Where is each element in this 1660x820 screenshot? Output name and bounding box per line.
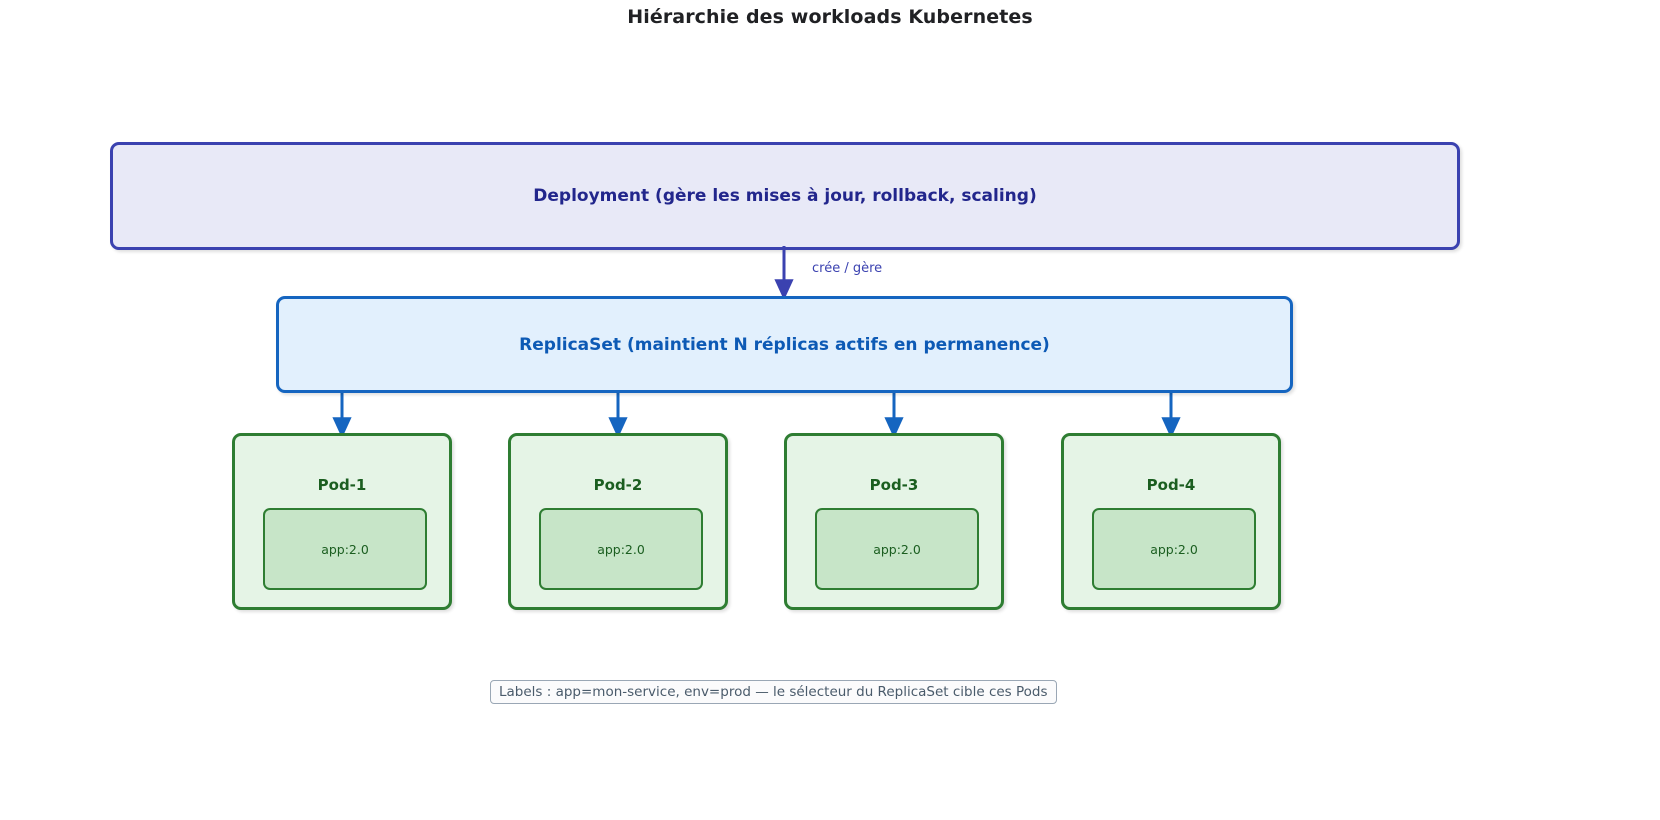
pod-container-label: app:2.0 <box>1150 541 1198 557</box>
pod-container-box[interactable]: app:2.0 <box>815 508 979 590</box>
deployment-node[interactable]: Deployment (gère les mises à jour, rollb… <box>110 142 1460 250</box>
pod-title: Pod-3 <box>869 476 919 494</box>
pod-node-2[interactable]: Pod-2 app:2.0 <box>508 433 728 610</box>
pod-container-box[interactable]: app:2.0 <box>1092 508 1256 590</box>
pod-node-4[interactable]: Pod-4 app:2.0 <box>1061 433 1281 610</box>
pod-container-box[interactable]: app:2.0 <box>539 508 703 590</box>
edge-label-cree-gere: crée / gère <box>812 261 883 276</box>
replicaset-node-label: ReplicaSet (maintient N réplicas actifs … <box>519 334 1050 355</box>
edge-deployment-to-replicaset <box>774 246 794 301</box>
pod-title: Pod-1 <box>317 476 367 494</box>
pod-container-box[interactable]: app:2.0 <box>263 508 427 590</box>
pod-title: Pod-4 <box>1146 476 1196 494</box>
page-title: Hiérarchie des workloads Kubernetes <box>627 6 1033 28</box>
pod-container-label: app:2.0 <box>597 541 645 557</box>
pod-node-3[interactable]: Pod-3 app:2.0 <box>784 433 1004 610</box>
replicaset-node[interactable]: ReplicaSet (maintient N réplicas actifs … <box>276 296 1293 393</box>
pod-title: Pod-2 <box>593 476 643 494</box>
pod-container-label: app:2.0 <box>873 541 921 557</box>
labels-note: Labels : app=mon-service, env=prod — le … <box>490 680 1057 704</box>
pod-node-1[interactable]: Pod-1 app:2.0 <box>232 433 452 610</box>
pod-container-label: app:2.0 <box>321 541 369 557</box>
pods-row: Pod-1 app:2.0 Pod-2 app:2.0 Pod-3 app:2.… <box>0 433 1660 613</box>
edges-replicaset-to-pods <box>332 390 1181 439</box>
deployment-node-label: Deployment (gère les mises à jour, rollb… <box>533 186 1037 206</box>
